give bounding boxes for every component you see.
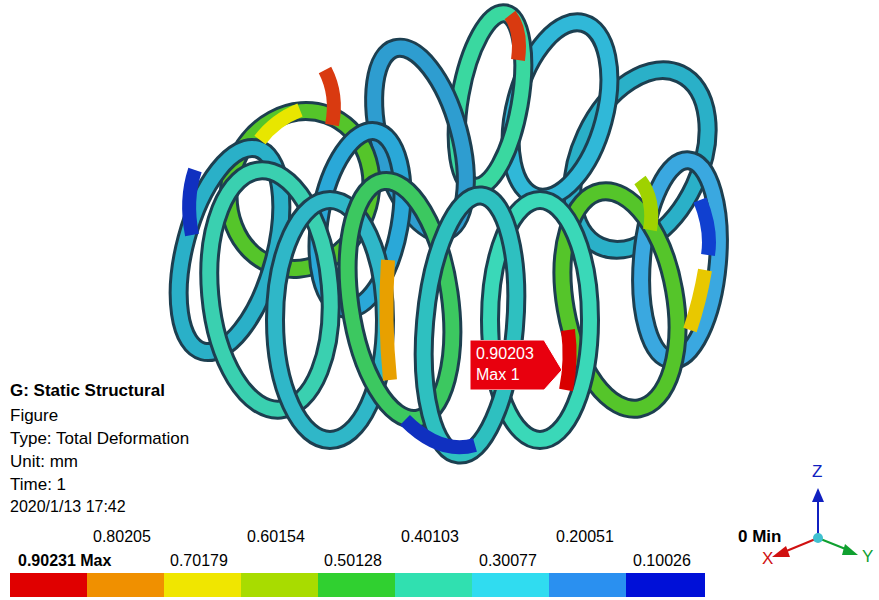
annotation-text: 0.40103 — [401, 527, 459, 546]
callout-text: 0.90203 — [476, 344, 556, 365]
annotation-text: 0.20051 — [556, 527, 614, 546]
max-callout: 0.90203Max 1 — [470, 340, 562, 390]
annotation-text: 0.30077 — [479, 551, 537, 570]
legend-color-bar — [10, 573, 705, 597]
axis-triad — [772, 488, 858, 557]
annotation-text: 0.50128 — [324, 551, 382, 570]
color-accents — [189, 15, 709, 447]
annotation-text: X — [762, 549, 773, 569]
annotation-text: 0.90231 Max — [18, 551, 111, 570]
ring-loops — [159, 8, 734, 458]
annotation-text: 0.80205 — [93, 527, 151, 546]
annotation-text: 0.70179 — [170, 551, 228, 570]
annotation-text: Z — [812, 462, 822, 482]
annotation-text: 2020/1/13 17:42 — [10, 497, 126, 516]
annotation-text: Figure — [10, 406, 58, 426]
annotation-text: Type: Total Deformation — [10, 429, 189, 449]
annotation-text: 0 Min — [738, 527, 781, 547]
annotation-text: G: Static Structural — [10, 381, 165, 401]
annotation-text: 0.60154 — [247, 527, 305, 546]
annotation-text: Time: 1 — [10, 475, 66, 495]
annotation-text: Y — [862, 547, 873, 567]
callout-text: Max 1 — [476, 365, 556, 386]
annotation-text: Unit: mm — [10, 452, 78, 472]
annotation-text: 0.10026 — [633, 551, 691, 570]
